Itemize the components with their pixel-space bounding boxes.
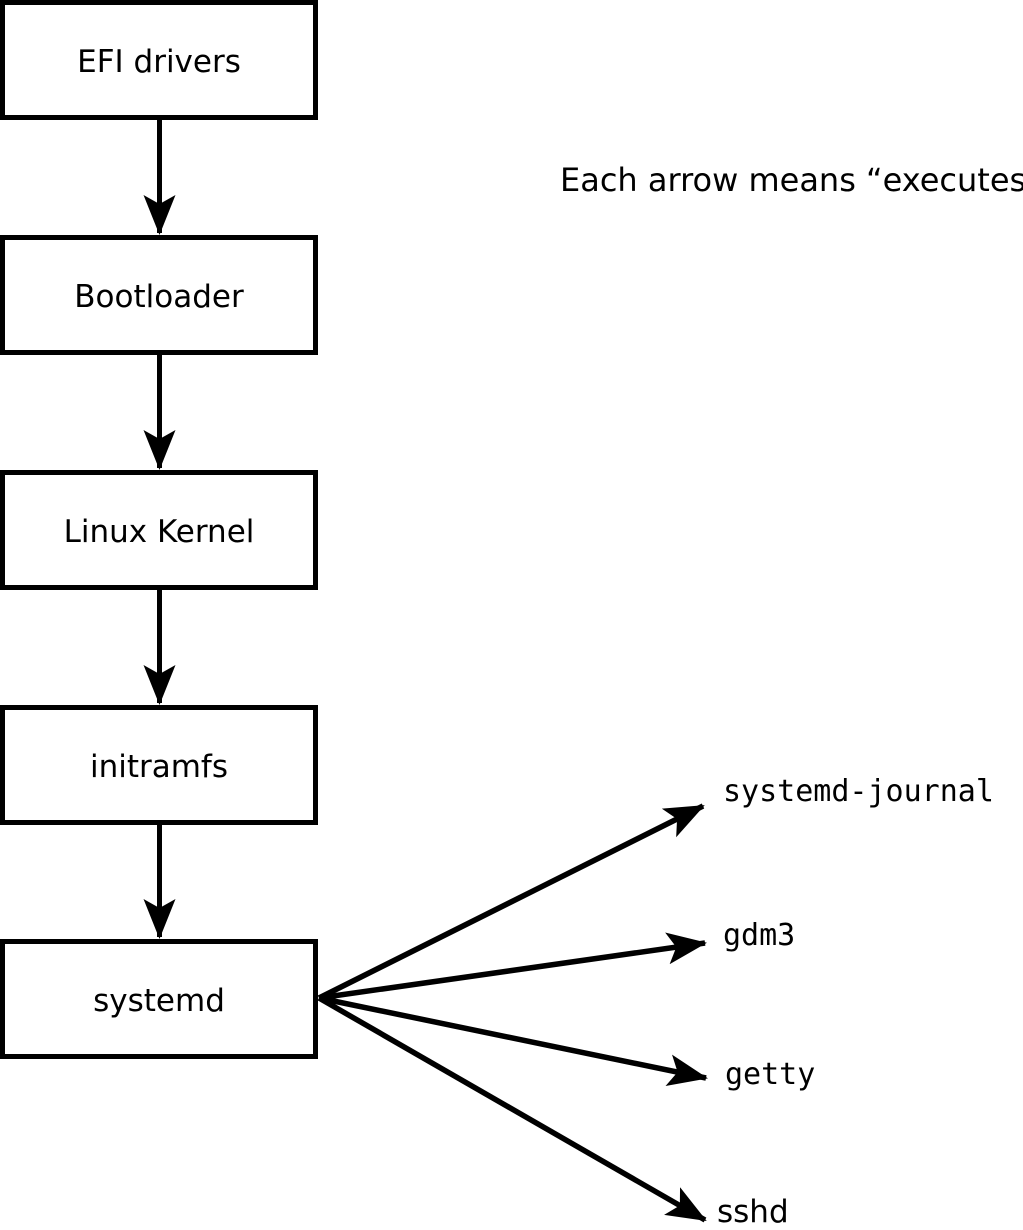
flow-box-rect — [0, 705, 318, 825]
flow-box-label: EFI drivers — [77, 44, 241, 80]
arrow-systemd-to-journal-icon — [317, 803, 705, 1001]
flow-box-rect — [0, 0, 318, 120]
arrow-meaning-note: Each arrow means “executes”. — [560, 161, 1023, 199]
label-sshd: sshd — [717, 1194, 789, 1230]
flow-box-label: Linux Kernel — [64, 514, 255, 550]
label-gdm3: gdm3 — [723, 918, 795, 953]
flow-box-systemd: systemd — [0, 939, 318, 1059]
flow-box-label: initramfs — [90, 749, 228, 785]
arrow-systemd-to-gdm3-icon — [318, 932, 707, 1001]
arrow-systemd-to-getty-icon — [318, 995, 708, 1086]
flow-box-bootloader: Bootloader — [0, 235, 318, 355]
flow-box-rect — [0, 470, 318, 590]
flow-box-label: Bootloader — [74, 279, 244, 315]
label-getty: getty — [725, 1057, 815, 1092]
flow-box-linux-kernel: Linux Kernel — [0, 470, 318, 590]
arrow-systemd-to-sshd-icon — [317, 995, 707, 1223]
flow-box-label: systemd — [93, 983, 225, 1019]
flow-box-efi-drivers: EFI drivers — [0, 0, 318, 120]
label-systemd-journal: systemd-journal — [723, 774, 994, 809]
flow-box-initramfs: initramfs — [0, 705, 318, 825]
flow-box-rect — [0, 235, 318, 355]
flow-box-rect — [0, 939, 318, 1059]
